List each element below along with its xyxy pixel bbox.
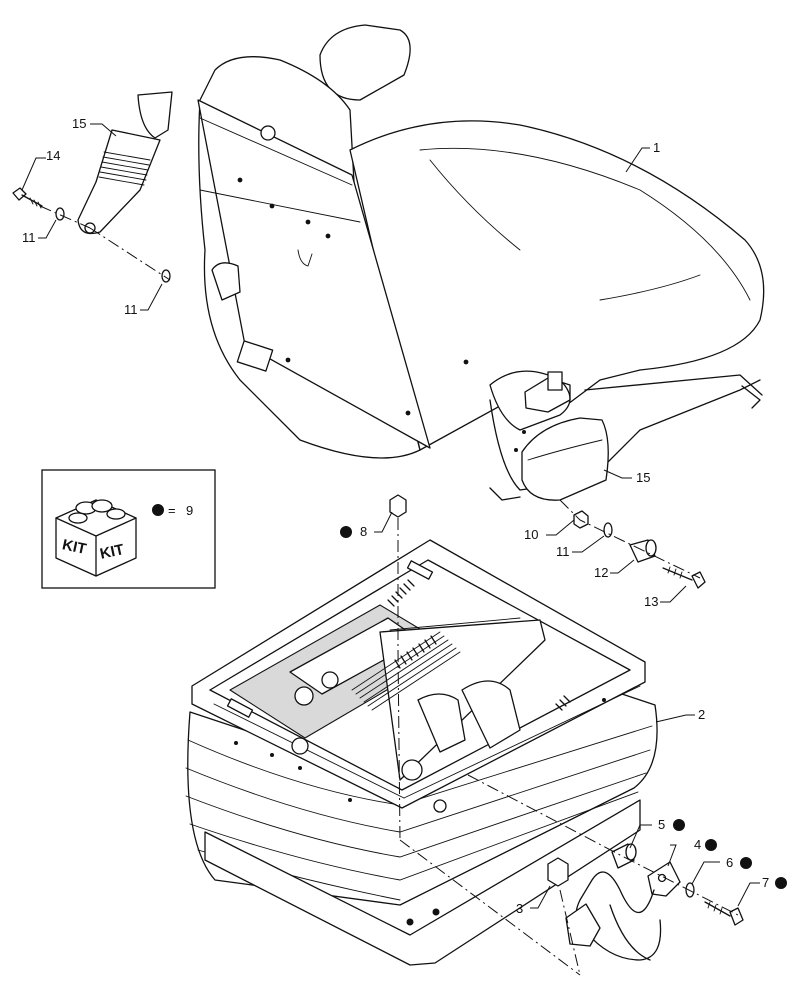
springs <box>387 579 571 711</box>
callout-4: 4 <box>694 837 701 852</box>
kit-label-left: KIT <box>61 536 88 558</box>
seat-assembly <box>197 24 765 501</box>
marker-dot-8 <box>340 526 352 538</box>
marker-dot-5 <box>673 819 685 831</box>
callout-11-left: 11 <box>22 230 36 245</box>
suspension-base <box>185 539 658 966</box>
callout-3: 3 <box>516 901 523 916</box>
kit-equals-sign: = <box>168 503 176 518</box>
callout-11-right: 11 <box>556 544 570 559</box>
callout-labels: 1 2 3 4 5 6 7 8 10 11 11 11 12 13 14 15 … <box>22 116 769 916</box>
callout-13: 13 <box>644 594 658 609</box>
callout-10: 10 <box>524 527 538 542</box>
kit-item-markers <box>340 526 787 889</box>
callout-12: 12 <box>594 565 608 580</box>
callout-leaders <box>21 123 760 909</box>
marker-dot-7 <box>775 877 787 889</box>
kit-marker-dot <box>152 504 164 516</box>
callout-6: 6 <box>726 855 733 870</box>
kit-label-right: KIT <box>98 541 125 563</box>
callout-2: 2 <box>698 707 705 722</box>
callout-8: 8 <box>360 524 367 539</box>
kit-legend: KIT KIT = 9 <box>41 469 216 589</box>
marker-dot-6 <box>740 857 752 869</box>
callout-7: 7 <box>762 875 769 890</box>
marker-dot-4 <box>705 839 717 851</box>
seat-belt-strap-upper <box>77 91 173 235</box>
callout-11-center: 11 <box>124 302 138 317</box>
callout-15-lower: 15 <box>636 470 650 485</box>
kit-box-icon: KIT KIT <box>55 499 137 577</box>
hardware-parts <box>12 187 744 961</box>
assembly-center-lines <box>39 205 741 976</box>
callout-5: 5 <box>658 817 665 832</box>
callout-14: 14 <box>46 148 60 163</box>
callout-1: 1 <box>653 140 660 155</box>
callout-15-upper: 15 <box>72 116 86 131</box>
kit-number: 9 <box>186 503 193 518</box>
